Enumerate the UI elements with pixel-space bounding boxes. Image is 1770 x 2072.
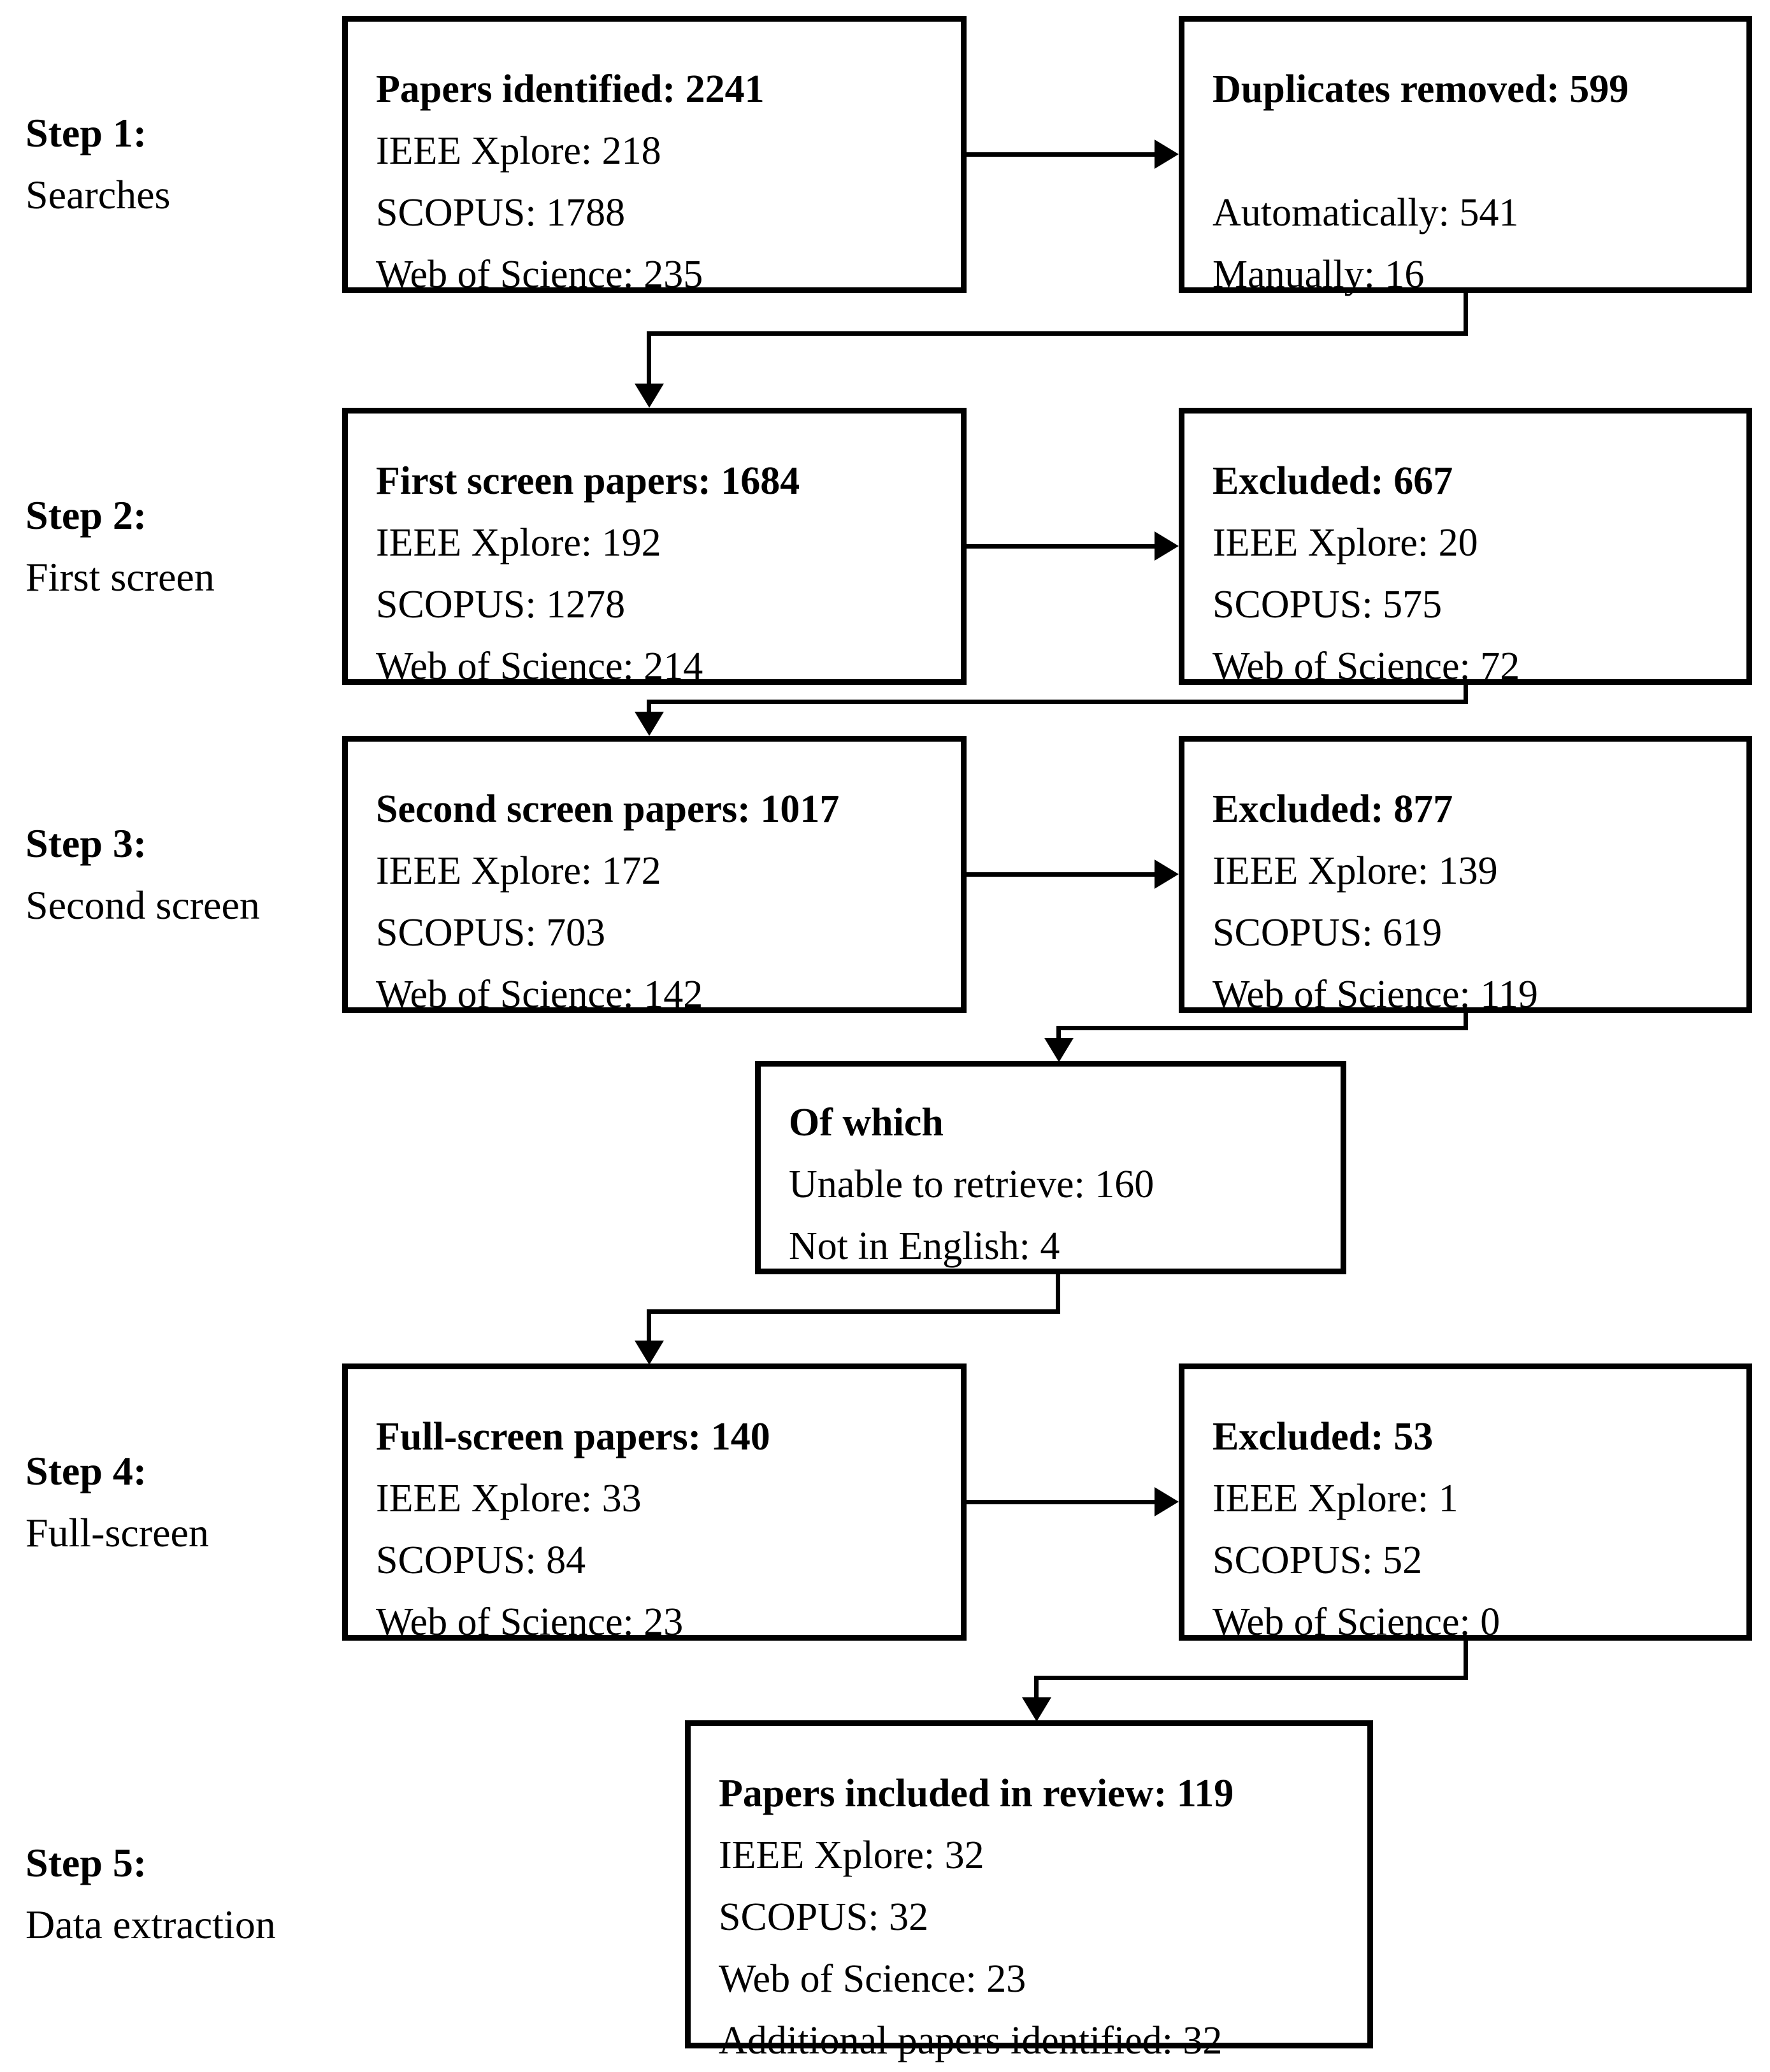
box-excluded-second-line: SCOPUS: 619: [1212, 911, 1443, 954]
box-excluded-full-line: SCOPUS: 52: [1212, 1539, 1423, 1582]
box-first-screen-line: IEEE Xplore: 192: [376, 521, 661, 565]
box-second-screen-line: Web of Science: 142: [376, 973, 703, 1016]
box-full-screen-line: IEEE Xplore: 33: [376, 1477, 642, 1520]
connector-elbow5-drop-line: [1464, 1641, 1468, 1680]
connector-elbow4-arrowhead-icon: [635, 1341, 664, 1365]
box-excluded-full-title: Excluded: 53: [1212, 1415, 1434, 1458]
box-excluded-second-line: Web of Science: 119: [1212, 973, 1538, 1016]
box-excluded-full-line: Web of Science: 0: [1212, 1601, 1500, 1644]
connector-elbow2-descent-line: [647, 700, 651, 714]
connector-elbow4-drop-line: [1056, 1274, 1060, 1314]
box-second-screen-line: IEEE Xplore: 172: [376, 849, 661, 893]
step-4-title: Step 4:: [25, 1448, 147, 1493]
box-first-screen-title: First screen papers: 1684: [376, 459, 800, 503]
connector-elbow1-descent-line: [647, 331, 651, 386]
box-of-which-line: Not in English: 4: [789, 1225, 1060, 1268]
box-first-screen-line: Web of Science: 214: [376, 645, 703, 688]
connector-row1-arrowhead-icon: [1155, 140, 1179, 169]
box-included-in-review-line: IEEE Xplore: 32: [719, 1834, 984, 1877]
box-of-which-line: Unable to retrieve: 160: [789, 1163, 1155, 1206]
step-label-4: Step 4: Full-screen: [25, 1440, 331, 1564]
step-label-1: Step 1: Searches: [25, 102, 331, 226]
step-2-title: Step 2:: [25, 493, 147, 538]
connector-elbow1-arrowhead-icon: [635, 384, 664, 408]
box-second-screen-line: SCOPUS: 703: [376, 911, 606, 954]
box-second-screen: Second screen papers: 1017 IEEE Xplore: …: [342, 736, 967, 1016]
box-excluded-full: Excluded: 53 IEEE Xplore: 1 SCOPUS: 52 W…: [1179, 1363, 1752, 1644]
step-5-title: Step 5:: [25, 1840, 147, 1885]
connector-elbow5-horizontal-line: [1034, 1676, 1468, 1680]
box-included-in-review-line: Web of Science: 23: [719, 1957, 1026, 2001]
connector-elbow3-arrowhead-icon: [1044, 1038, 1074, 1062]
step-3-subtitle: Second screen: [25, 882, 260, 928]
connector-elbow2-horizontal-line: [647, 700, 1468, 704]
box-excluded-first-line: IEEE Xplore: 20: [1212, 521, 1478, 565]
connector-elbow4-descent-line: [647, 1309, 651, 1342]
box-second-screen-title: Second screen papers: 1017: [376, 788, 840, 831]
step-2-subtitle: First screen: [25, 554, 215, 600]
step-1-title: Step 1:: [25, 110, 147, 155]
connector-elbow3-descent-line: [1056, 1026, 1061, 1039]
box-excluded-full-line: IEEE Xplore: 1: [1212, 1477, 1458, 1520]
box-included-in-review: Papers included in review: 119 IEEE Xplo…: [685, 1720, 1373, 2062]
box-excluded-first: Excluded: 667 IEEE Xplore: 20 SCOPUS: 57…: [1179, 408, 1752, 688]
box-duplicates-removed: Duplicates removed: 599 Automatically: 5…: [1179, 16, 1752, 296]
box-excluded-second-line: IEEE Xplore: 139: [1212, 849, 1498, 893]
box-excluded-second: Excluded: 877 IEEE Xplore: 139 SCOPUS: 6…: [1179, 736, 1752, 1016]
connector-row4-line: [967, 1500, 1156, 1504]
connector-elbow5-arrowhead-icon: [1022, 1697, 1051, 1722]
connector-row2-line: [967, 544, 1156, 549]
box-first-screen: First screen papers: 1684 IEEE Xplore: 1…: [342, 408, 967, 688]
box-papers-identified-title: Papers identified: 2241: [376, 68, 765, 111]
box-included-in-review-line: Additional papers identified: 32: [719, 2019, 1223, 2062]
step-label-2: Step 2: First screen: [25, 484, 331, 608]
connector-row3-line: [967, 872, 1156, 877]
connector-elbow1-drop-line: [1464, 293, 1468, 336]
step-label-3: Step 3: Second screen: [25, 812, 331, 936]
connector-elbow2-arrowhead-icon: [635, 712, 664, 736]
step-label-5: Step 5: Data extraction: [25, 1832, 331, 1955]
box-included-in-review-line: SCOPUS: 32: [719, 1896, 929, 1939]
connector-row2-arrowhead-icon: [1155, 531, 1179, 561]
connector-elbow3-drop-line: [1464, 1013, 1468, 1030]
step-5-subtitle: Data extraction: [25, 1902, 276, 1947]
step-4-subtitle: Full-screen: [25, 1510, 209, 1555]
box-excluded-first-line: Web of Science: 72: [1212, 645, 1520, 688]
box-excluded-second-title: Excluded: 877: [1212, 788, 1453, 831]
connector-row1-line: [967, 152, 1156, 157]
box-duplicates-removed-line: Automatically: 541: [1212, 191, 1519, 234]
box-of-which: Of which Unable to retrieve: 160 Not in …: [755, 1061, 1346, 1274]
box-full-screen-line: SCOPUS: 84: [376, 1539, 586, 1582]
connector-row3-arrowhead-icon: [1155, 860, 1179, 889]
box-excluded-first-title: Excluded: 667: [1212, 459, 1453, 503]
connector-row4-arrowhead-icon: [1155, 1487, 1179, 1516]
box-first-screen-line: SCOPUS: 1278: [376, 583, 626, 626]
step-3-title: Step 3:: [25, 821, 147, 866]
box-papers-identified-line: Web of Science: 235: [376, 253, 703, 296]
connector-elbow5-descent-line: [1034, 1676, 1039, 1699]
box-papers-identified-line: IEEE Xplore: 218: [376, 129, 661, 173]
box-full-screen: Full-screen papers: 140 IEEE Xplore: 33 …: [342, 1363, 967, 1644]
box-duplicates-removed-title: Duplicates removed: 599: [1212, 68, 1629, 111]
connector-elbow1-horizontal-line: [647, 331, 1468, 336]
box-of-which-title: Of which: [789, 1101, 944, 1144]
box-full-screen-line: Web of Science: 23: [376, 1601, 684, 1644]
connector-elbow2-drop-line: [1464, 685, 1468, 704]
connector-elbow3-horizontal-line: [1056, 1026, 1468, 1030]
box-included-in-review-title: Papers included in review: 119: [719, 1772, 1234, 1815]
box-papers-identified-line: SCOPUS: 1788: [376, 191, 626, 234]
step-1-subtitle: Searches: [25, 172, 171, 217]
box-duplicates-removed-line: Manually: 16: [1212, 253, 1425, 296]
box-papers-identified: Papers identified: 2241 IEEE Xplore: 218…: [342, 16, 967, 296]
box-excluded-first-line: SCOPUS: 575: [1212, 583, 1443, 626]
connector-elbow4-horizontal-line: [647, 1309, 1060, 1314]
box-full-screen-title: Full-screen papers: 140: [376, 1415, 770, 1458]
